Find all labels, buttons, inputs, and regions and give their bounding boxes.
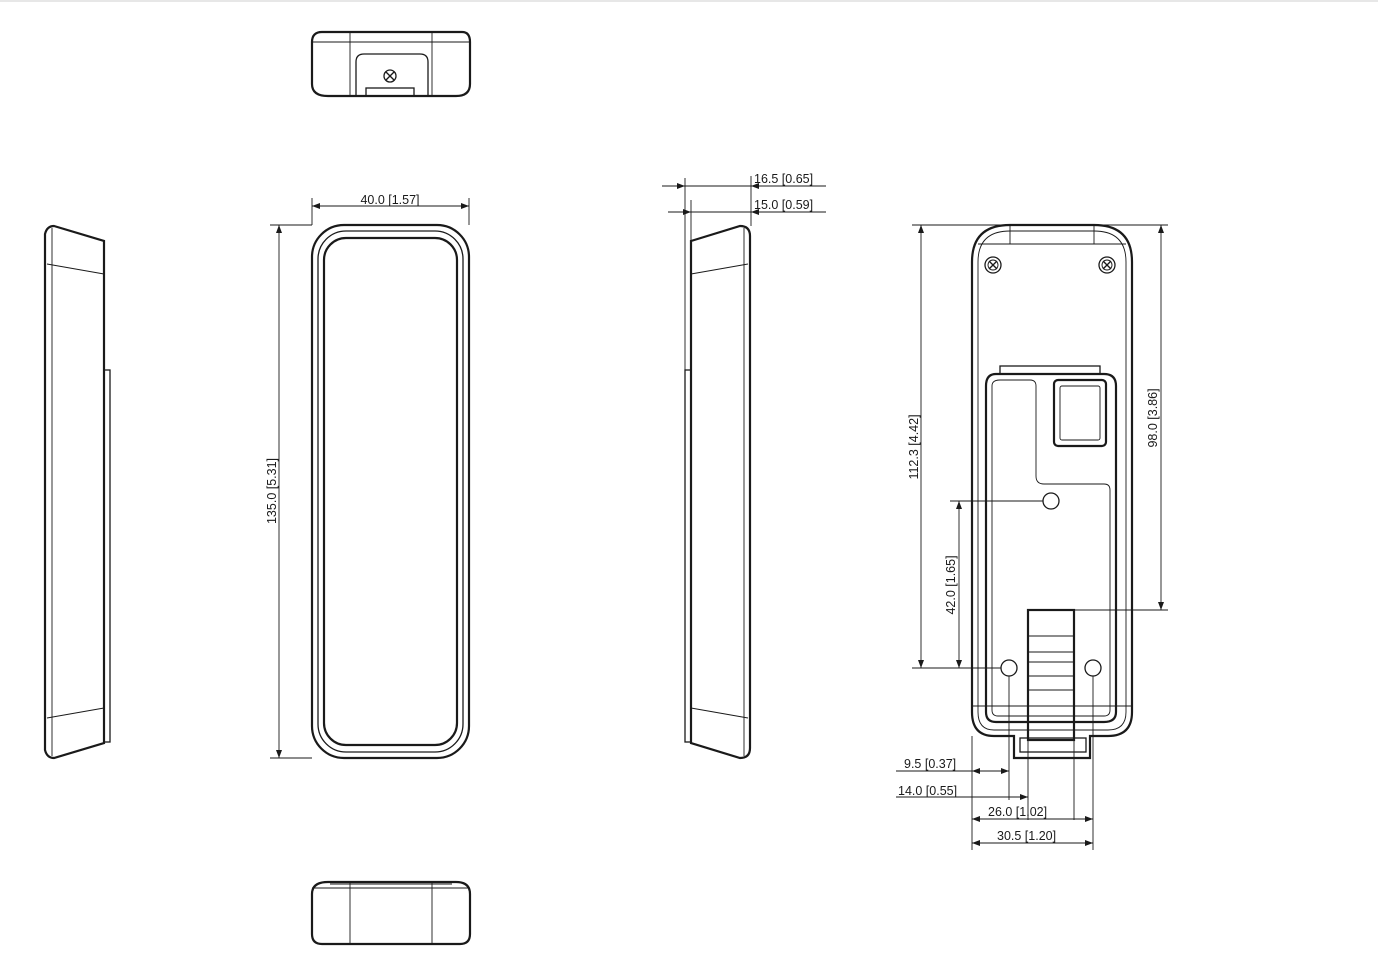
dim-height-label: 135.0 [5.31]: [265, 458, 279, 524]
dim-back-upper-label: 98.0 [3.86]: [1146, 388, 1160, 447]
dim-width-label: 40.0 [1.57]: [360, 193, 419, 207]
back-view: [970, 223, 1134, 760]
mounting-hole: [1042, 492, 1060, 510]
dim-offset-a-label: 9.5 [0.37]: [904, 757, 956, 771]
right-side-view: [684, 224, 752, 760]
dim-depth-outer-label: 16.5 [0.65]: [754, 172, 813, 186]
top-view: [310, 30, 472, 98]
dim-back-total-label: 112.3 [4.42]: [907, 414, 921, 479]
back-dimensions: 112.3 [4.42] 42.0 [1.65] 98.0 [3.86] 9.5…: [896, 224, 1168, 850]
front-dimensions: 40.0 [1.57] 135.0 [5.31]: [265, 193, 470, 759]
bottom-view: [310, 880, 472, 946]
left-side-view: [43, 224, 111, 760]
screw-icon: [1098, 256, 1116, 274]
dim-base-width-label: 30.5 [1.20]: [997, 829, 1056, 843]
front-view: [310, 223, 471, 760]
mounting-hole: [1084, 659, 1102, 677]
dim-hole-span-label: 26.0 [1.02]: [988, 805, 1047, 819]
dim-depth-inner-label: 15.0 [0.59]: [754, 198, 813, 212]
screw-icon: [984, 256, 1002, 274]
dim-hole-spacing-label: 42.0 [1.65]: [944, 555, 958, 614]
side-dimensions: 16.5 [0.65] 15.0 [0.59]: [662, 172, 826, 370]
dim-offset-b-label: 14.0 [0.55]: [898, 784, 957, 798]
screw-icon: [383, 69, 397, 83]
mounting-hole: [1000, 659, 1018, 677]
